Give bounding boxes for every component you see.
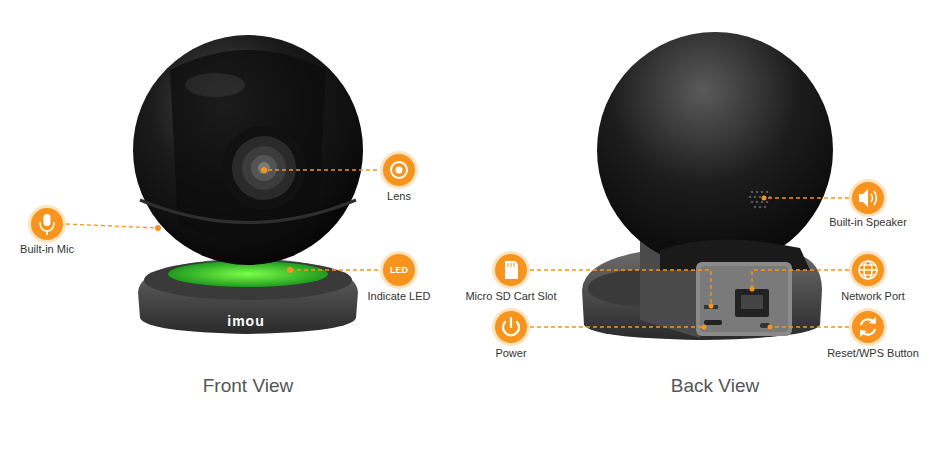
power-icon: [492, 308, 530, 346]
leader-lines: [66, 170, 380, 270]
view-title: Front View: [203, 375, 293, 398]
part-label: Built-in Speaker: [829, 216, 907, 229]
part-label: Indicate LED: [368, 290, 431, 303]
front-camera: [133, 35, 363, 334]
view-title: Back View: [671, 375, 759, 398]
reset-icon: [849, 308, 887, 346]
part-label: Built-in Mic: [20, 243, 74, 256]
part-label: Power: [495, 347, 526, 360]
part-label: Lens: [387, 190, 411, 203]
speaker-icon: [849, 179, 887, 217]
network-icon: [849, 251, 887, 289]
back-camera: [582, 32, 833, 340]
mic-icon: [28, 205, 66, 243]
part-label: Reset/WPS Button: [827, 347, 919, 360]
brand-logo: imou: [227, 313, 264, 330]
lens-icon: [380, 151, 418, 189]
icon-text: LED: [390, 266, 408, 275]
sd-card-icon: [492, 251, 530, 289]
leader-lines: [530, 198, 849, 327]
part-label: Network Port: [841, 290, 905, 303]
led-icon: LED: [383, 254, 415, 286]
part-label: Micro SD Cart Slot: [465, 290, 556, 303]
